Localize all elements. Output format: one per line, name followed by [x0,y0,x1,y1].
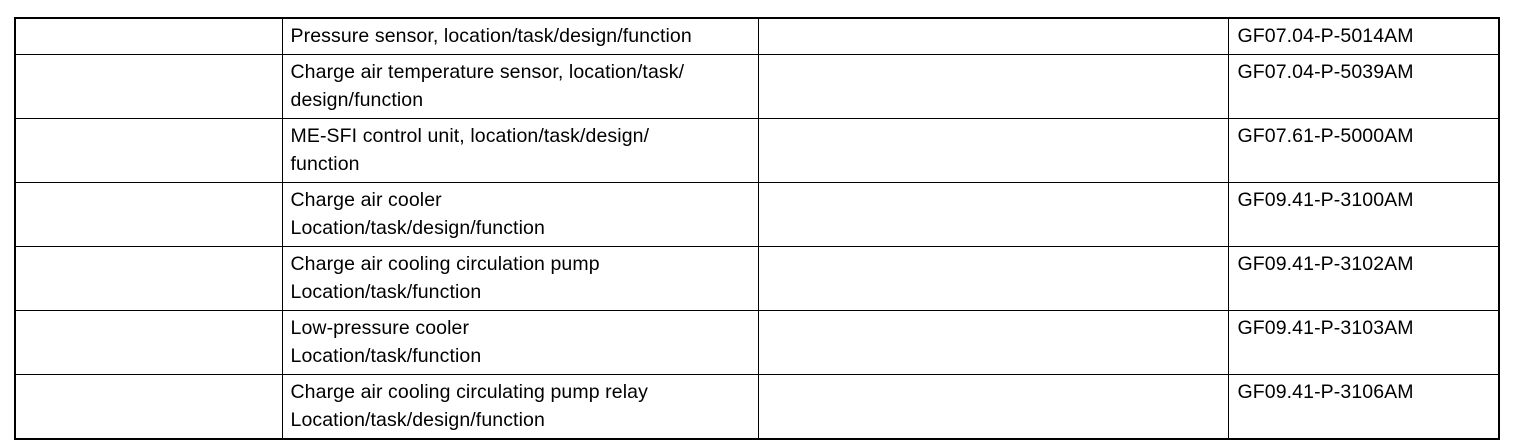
table-row: Low-pressure cooler Location/task/functi… [14,310,1500,375]
table-row: Charge air temperature sensor, location/… [14,54,1500,119]
document-number-text: GF09.41-P-3106AM [1237,381,1414,403]
cell-description: Charge air cooling circulation pump Loca… [281,246,759,311]
description-text: ME-SFI control unit, location/task/desig… [290,125,650,175]
cell-description: Charge air temperature sensor, location/… [281,54,759,119]
table-body: Pressure sensor, location/task/design/fu… [14,17,1500,440]
description-text: Charge air cooler Location/task/design/f… [290,189,545,239]
description-text: Pressure sensor, location/task/design/fu… [290,25,692,47]
table-row: Charge air cooling circulation pump Loca… [14,246,1500,311]
cell-index [14,374,283,440]
cell-spacer [757,182,1229,247]
cell-document-number: GF07.04-P-5039AM [1227,54,1500,119]
document-number-text: GF07.61-P-5000AM [1237,125,1414,147]
index-text [16,183,282,190]
table-row: Pressure sensor, location/task/design/fu… [14,17,1500,55]
document-number-text: GF09.41-P-3103AM [1237,317,1414,339]
spacer-text [759,375,1228,382]
index-text [16,119,282,126]
cell-spacer [757,17,1229,55]
cell-index [14,118,283,183]
spacer-text [759,55,1228,62]
index-text [16,55,282,62]
cell-index [14,54,283,119]
cell-index [14,182,283,247]
cell-document-number: GF09.41-P-3103AM [1227,310,1500,375]
spacer-text [759,119,1228,126]
cell-index [14,246,283,311]
spacer-text [759,247,1228,254]
index-text [16,19,282,26]
document-number-text: GF09.41-P-3102AM [1237,253,1414,275]
spacer-text [759,19,1228,26]
index-text [16,247,282,254]
cell-document-number: GF09.41-P-3106AM [1227,374,1500,440]
cell-document-number: GF07.04-P-5014AM [1227,17,1500,55]
cell-document-number: GF09.41-P-3102AM [1227,246,1500,311]
cell-description: ME-SFI control unit, location/task/desig… [281,118,759,183]
cell-document-number: GF07.61-P-5000AM [1227,118,1500,183]
spacer-text [759,311,1228,318]
description-text: Charge air temperature sensor, location/… [290,61,685,111]
cell-description: Pressure sensor, location/task/design/fu… [281,17,759,55]
cell-spacer [757,374,1229,440]
table-row: Charge air cooler Location/task/design/f… [14,182,1500,247]
document-number-text: GF07.04-P-5039AM [1237,61,1414,83]
spacer-text [759,183,1228,190]
document-reference-table: Pressure sensor, location/task/design/fu… [14,17,1500,440]
cell-index [14,310,283,375]
table-row: Charge air cooling circulating pump rela… [14,374,1500,440]
description-text: Low-pressure cooler Location/task/functi… [290,317,482,367]
index-text [16,311,282,318]
table-row: ME-SFI control unit, location/task/desig… [14,118,1500,183]
cell-spacer [757,54,1229,119]
cell-description: Charge air cooler Location/task/design/f… [281,182,759,247]
description-text: Charge air cooling circulating pump rela… [290,381,648,431]
cell-spacer [757,310,1229,375]
document-number-text: GF09.41-P-3100AM [1237,189,1414,211]
cell-document-number: GF09.41-P-3100AM [1227,182,1500,247]
document-number-text: GF07.04-P-5014AM [1237,25,1414,47]
description-text: Charge air cooling circulation pump Loca… [290,253,600,303]
cell-description: Low-pressure cooler Location/task/functi… [281,310,759,375]
index-text [16,375,282,382]
cell-spacer [757,118,1229,183]
cell-description: Charge air cooling circulating pump rela… [281,374,759,440]
cell-spacer [757,246,1229,311]
cell-index [14,17,283,55]
